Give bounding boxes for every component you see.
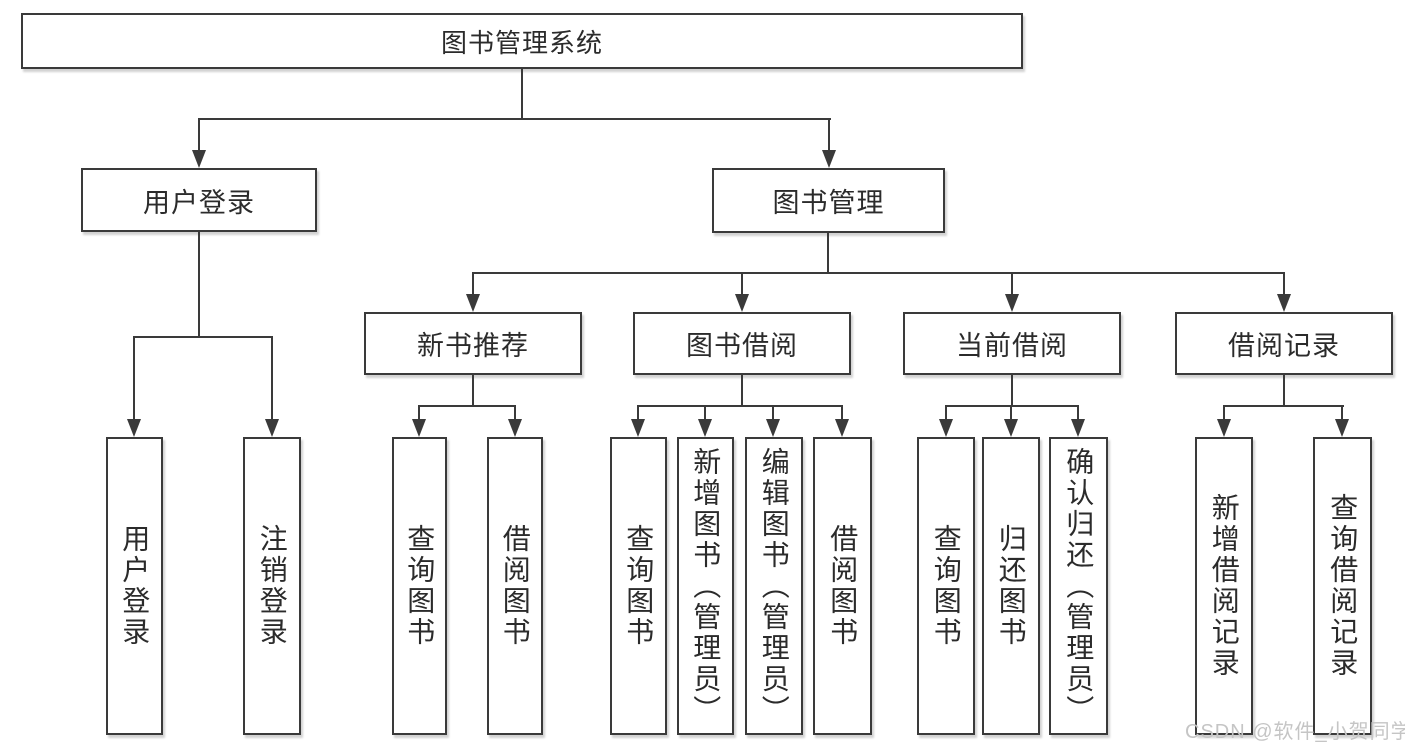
- connector-vline: [1341, 405, 1343, 421]
- connector-vline: [827, 233, 829, 274]
- arrow-down-icon: [412, 419, 426, 437]
- connector-vline: [521, 69, 523, 120]
- arrow-down-icon: [127, 419, 141, 437]
- leaf-borrow-books-borrowing: 借阅图书: [813, 437, 872, 735]
- leaf-label: 查询图书: [930, 524, 962, 648]
- leaf-label: 借阅图书: [499, 524, 531, 648]
- node-label: 图书借阅: [686, 331, 798, 361]
- connector-hline: [1223, 405, 1344, 407]
- connector-vline: [271, 336, 273, 420]
- connector-vline: [945, 405, 947, 421]
- arrow-down-icon: [939, 419, 953, 437]
- connector-hline: [418, 405, 516, 407]
- leaf-label: 借阅图书: [827, 524, 859, 648]
- leaf-user-login: 用户登录: [106, 437, 163, 735]
- connector-hline: [472, 272, 1285, 274]
- leaf-label: 查询图书: [623, 524, 655, 648]
- connector-vline: [772, 405, 774, 421]
- leaf-label: 确认归还（管理员）: [1063, 446, 1095, 726]
- connector-vline: [472, 272, 474, 296]
- arrow-down-icon: [1071, 419, 1085, 437]
- arrow-down-icon: [735, 294, 749, 312]
- leaf-label: 归还图书: [995, 524, 1027, 648]
- node-label: 图书管理: [772, 188, 885, 218]
- leaf-label: 查询借阅记录: [1327, 493, 1359, 679]
- connector-vline: [741, 272, 743, 296]
- connector-vline: [1283, 375, 1285, 407]
- node-current-borrowing: 当前借阅: [903, 312, 1121, 375]
- node-label: 新书推荐: [417, 331, 529, 361]
- connector-vline: [741, 375, 743, 407]
- leaf-add-books-admin: 新增图书（管理员）: [677, 437, 734, 735]
- node-new-book-recommendation: 新书推荐: [364, 312, 582, 375]
- leaf-query-borrowing-record: 查询借阅记录: [1313, 437, 1372, 735]
- leaf-confirm-return-admin: 确认归还（管理员）: [1049, 437, 1108, 735]
- arrow-down-icon: [822, 150, 836, 168]
- leaf-label: 编辑图书（管理员）: [758, 446, 790, 726]
- connector-hline: [133, 336, 273, 338]
- arrow-down-icon: [1277, 294, 1291, 312]
- leaf-query-books-recommend: 查询图书: [392, 437, 447, 735]
- leaf-borrow-books-recommend: 借阅图书: [487, 437, 543, 735]
- leaf-edit-books-admin: 编辑图书（管理员）: [745, 437, 803, 735]
- connector-vline: [514, 405, 516, 421]
- node-label: 当前借阅: [956, 331, 1068, 361]
- node-user-login: 用户登录: [81, 168, 317, 232]
- leaf-label: 查询图书: [404, 524, 436, 648]
- connector-vline: [1223, 405, 1225, 421]
- arrow-down-icon: [466, 294, 480, 312]
- node-book-borrowing: 图书借阅: [633, 312, 851, 375]
- connector-vline: [841, 405, 843, 421]
- leaf-add-borrowing-record: 新增借阅记录: [1195, 437, 1253, 735]
- connector-vline: [1011, 375, 1013, 407]
- connector-vline: [1011, 272, 1013, 296]
- arrow-down-icon: [508, 419, 522, 437]
- arrow-down-icon: [835, 419, 849, 437]
- connector-vline: [133, 336, 135, 420]
- csdn-watermark: CSDN @软件_小贺同学: [1185, 721, 1405, 743]
- connector-vline: [704, 405, 706, 421]
- arrow-down-icon: [1217, 419, 1231, 437]
- node-library-management-system: 图书管理系统: [21, 13, 1023, 69]
- arrow-down-icon: [631, 419, 645, 437]
- leaf-query-books-borrowing: 查询图书: [610, 437, 667, 735]
- arrow-down-icon: [698, 419, 712, 437]
- leaf-logout: 注销登录: [243, 437, 301, 735]
- leaf-label: 注销登录: [256, 524, 288, 648]
- node-label: 借阅记录: [1228, 331, 1340, 361]
- node-label: 图书管理系统: [440, 27, 603, 58]
- connector-hline: [637, 405, 843, 407]
- connector-vline: [418, 405, 420, 421]
- connector-vline: [1010, 405, 1012, 421]
- leaf-query-books-current: 查询图书: [917, 437, 975, 735]
- connector-vline: [472, 375, 474, 407]
- leaf-return-books: 归还图书: [982, 437, 1040, 735]
- connector-vline: [637, 405, 639, 421]
- node-label: 用户登录: [143, 187, 255, 218]
- connector-vline: [828, 118, 830, 151]
- arrow-down-icon: [1005, 294, 1019, 312]
- leaf-label: 用户登录: [119, 524, 151, 648]
- connector-hline: [198, 118, 831, 120]
- arrow-down-icon: [192, 150, 206, 168]
- connector-vline: [1077, 405, 1079, 421]
- arrow-down-icon: [265, 419, 279, 437]
- arrow-down-icon: [1335, 419, 1349, 437]
- arrow-down-icon: [766, 419, 780, 437]
- connector-vline: [198, 118, 200, 151]
- connector-vline: [1283, 272, 1285, 296]
- node-book-management: 图书管理: [712, 168, 945, 233]
- leaf-label: 新增借阅记录: [1208, 493, 1240, 679]
- arrow-down-icon: [1004, 419, 1018, 437]
- connector-hline: [945, 405, 1079, 407]
- connector-vline: [198, 232, 200, 338]
- leaf-label: 新增图书（管理员）: [690, 446, 722, 726]
- node-borrowing-records: 借阅记录: [1175, 312, 1393, 375]
